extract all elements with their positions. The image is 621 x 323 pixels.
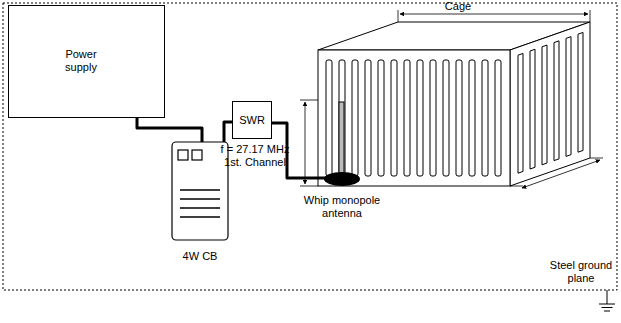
speaker-grille <box>180 216 220 217</box>
cage-slot <box>430 60 436 176</box>
ground-symbol <box>599 290 615 311</box>
whip-rod <box>339 102 344 174</box>
cage-slot <box>365 60 371 176</box>
cage-slot <box>482 60 488 176</box>
cage-slot <box>530 49 535 169</box>
frequency-note: 1st. Channel <box>210 156 300 169</box>
cage-slot <box>339 60 345 176</box>
speaker-grille <box>180 189 220 190</box>
cage-slot <box>518 53 523 173</box>
cage-slot <box>391 60 397 176</box>
cage-slot <box>404 60 410 176</box>
cage-drawing <box>318 22 590 186</box>
node-label: SWR <box>233 114 271 127</box>
whip-antenna-drawing <box>300 100 384 192</box>
speaker-grille <box>180 207 220 208</box>
power-supply-box: Power supply <box>8 5 165 118</box>
node-label: Power supply <box>49 48 113 74</box>
node-label: Cage <box>438 0 478 13</box>
node-label: Whip monopole antenna <box>300 194 384 220</box>
node-label: 4W CB <box>168 250 232 263</box>
swr-meter-box: SWR <box>232 101 272 139</box>
cage-slot <box>417 60 423 176</box>
coax-cable <box>224 122 232 142</box>
cage-slot <box>326 60 332 176</box>
cage-slot <box>542 45 547 165</box>
cage-slot <box>566 37 571 157</box>
cage-slot <box>443 60 449 176</box>
frequency-note: f = 27.17 MHz <box>210 143 300 156</box>
enclosure-border <box>3 3 617 290</box>
dimension-lines <box>300 10 603 188</box>
cage-slot <box>469 60 475 176</box>
cage-slot <box>456 60 462 176</box>
speaker-grille <box>180 198 220 199</box>
cage-region: CageWhip monopole antenna <box>318 0 590 186</box>
ground-plane-label: Steel ground plane <box>548 259 614 285</box>
cage-slot <box>578 32 583 152</box>
antenna-unit: Whip monopole antenna <box>300 100 386 222</box>
cb-radio-unit: 4W CB <box>168 140 234 266</box>
antenna-base <box>324 172 360 186</box>
coax-cable <box>137 118 202 142</box>
cage-slot <box>352 60 358 176</box>
cage-slot <box>378 60 384 176</box>
cage-slot <box>495 60 501 176</box>
cb-radio <box>172 142 228 240</box>
cage-slot <box>554 41 559 161</box>
